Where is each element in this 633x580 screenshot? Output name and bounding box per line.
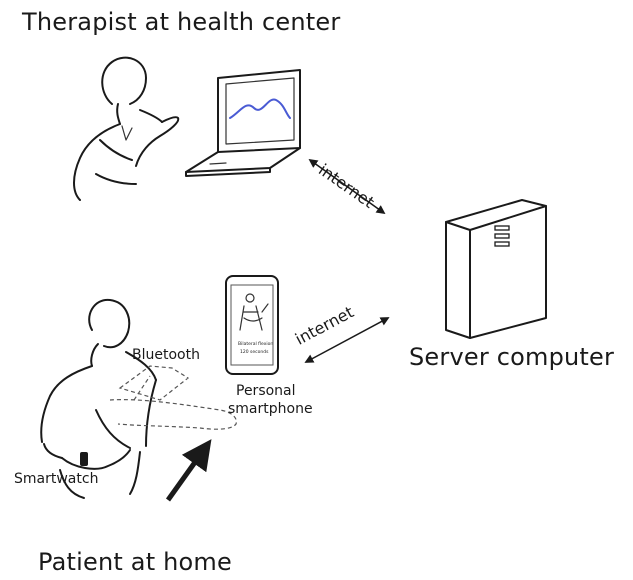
patient-title: Patient at home xyxy=(38,548,232,576)
server-tower-icon xyxy=(445,199,547,339)
internet-arrow-top xyxy=(308,158,386,215)
phone-screen-text-2: 120 seconds xyxy=(240,350,269,355)
smartwatch-label: Smartwatch xyxy=(14,471,99,487)
smartwatch-icon xyxy=(80,452,88,466)
smartphone-label-line2: smartphone xyxy=(228,401,313,417)
internet-arrow-bottom xyxy=(304,317,390,363)
smartphone-icon xyxy=(225,275,279,375)
motion-arrow xyxy=(165,439,212,502)
bluetooth-label: Bluetooth xyxy=(132,347,200,363)
therapist-title: Therapist at health center xyxy=(22,8,341,36)
patient-figure-icon xyxy=(40,298,237,499)
laptop-icon xyxy=(185,69,301,177)
server-title: Server computer xyxy=(409,343,615,371)
smartphone-label-line1: Personal xyxy=(236,383,296,399)
phone-screen-text-1: Bilateral flexion xyxy=(238,342,274,347)
therapist-figure-icon xyxy=(73,56,180,201)
